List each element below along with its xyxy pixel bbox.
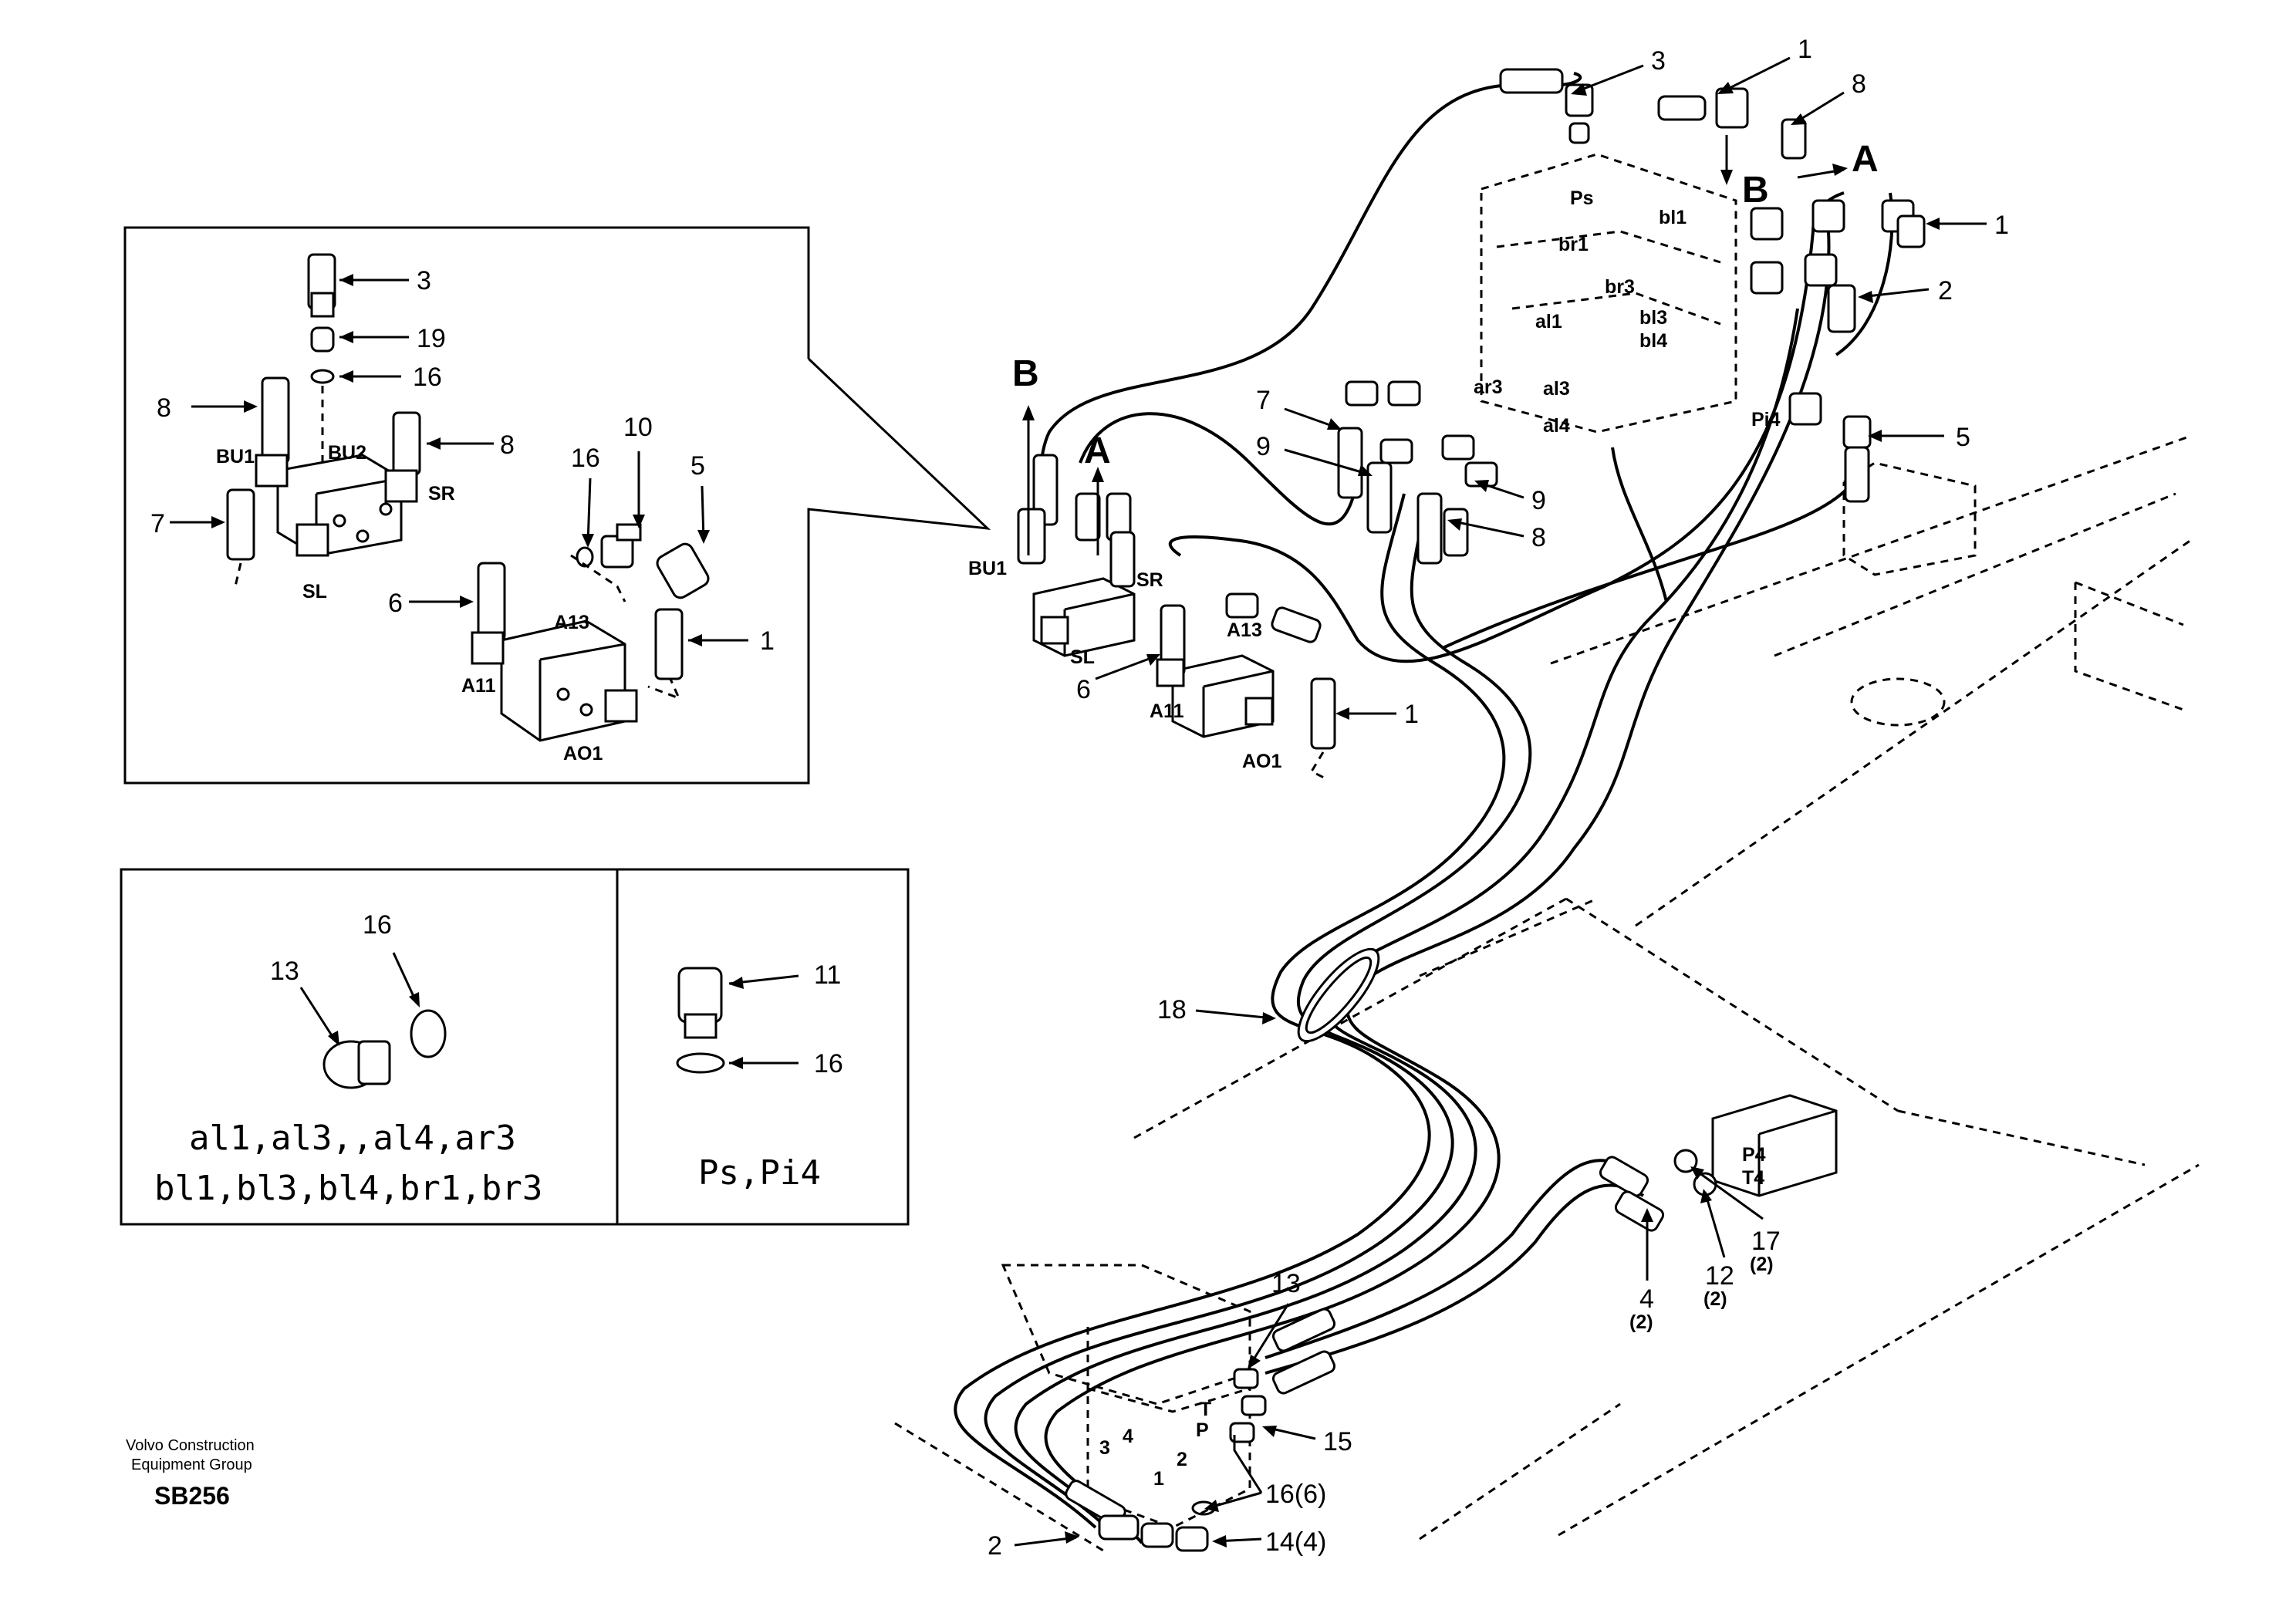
port-al4: al4 (1543, 415, 1570, 437)
port-al3: al3 (1543, 378, 1570, 400)
arrow-b-right: B (1742, 170, 1769, 211)
callout-4-main: 4 (1639, 1284, 1654, 1314)
footer-company-line2: Equipment Group (131, 1456, 252, 1473)
port-bl1: bl1 (1659, 207, 1687, 228)
legend-codes-line1: al1,al3,,al4,ar3 (189, 1119, 516, 1158)
callout-2-main-a: 2 (1938, 276, 1953, 305)
footer-company-line1: Volvo Construction (126, 1437, 255, 1454)
port-a13-detail: A13 (554, 612, 589, 633)
hoses (954, 72, 1894, 1544)
callout-1-main-b: 1 (1994, 211, 2009, 240)
footer: Volvo Construction Equipment Group SB256 (126, 1437, 255, 1510)
arrow-a-right: A (1852, 139, 1879, 180)
detail-box (123, 226, 991, 785)
port-2: 2 (1177, 1449, 1187, 1470)
port-sl-detail: SL (302, 581, 327, 602)
legend-box: 13 16 al1,al3,,al4,ar3 bl1,bl3,bl4,br1,b… (120, 868, 910, 1226)
port-pi4: Pi4 (1751, 409, 1781, 430)
port-t: T (1200, 1399, 1211, 1420)
callout-1-main-c: 1 (1404, 700, 1419, 729)
legend-codes-ps-pi4: Ps,Pi4 (698, 1153, 821, 1193)
port-3: 3 (1099, 1437, 1110, 1459)
port-a11-detail: A11 (461, 675, 496, 697)
callout-17-qty: (2) (1750, 1254, 1774, 1275)
port-bl3: bl3 (1639, 307, 1667, 329)
callout-8-main-a: 8 (1852, 69, 1866, 99)
arrow-a-left: A (1084, 430, 1111, 471)
footer-code: SB256 (154, 1482, 230, 1510)
port-bu2-detail: BU2 (328, 442, 366, 464)
legend-callout-13: 13 (270, 957, 299, 986)
port-ar3: ar3 (1474, 376, 1503, 398)
callout-12-qty: (2) (1703, 1288, 1727, 1310)
callout-6-detail: 6 (388, 589, 403, 618)
legend-callout-16-right: 16 (814, 1049, 843, 1078)
callout-7-main: 7 (1256, 386, 1271, 415)
callout-6-main: 6 (1076, 675, 1091, 704)
port-p4: P4 (1742, 1144, 1766, 1166)
callout-12-main: 12 (1705, 1261, 1734, 1291)
port-t4: T4 (1742, 1167, 1764, 1189)
callouts-main: 3 1 8 1 2 5 7 9 9 8 6 1 18 13 15 16(6) 1… (988, 35, 2009, 1561)
callout-14-main: 14(4) (1265, 1527, 1326, 1557)
port-bu1-detail: BU1 (216, 446, 255, 467)
callout-5-main: 5 (1956, 423, 1970, 452)
port-br3: br3 (1605, 276, 1635, 298)
callout-17-main: 17 (1751, 1227, 1781, 1256)
machine-outline (894, 153, 2200, 1552)
callout-15-main: 15 (1323, 1427, 1352, 1456)
port-a13-main: A13 (1227, 619, 1262, 641)
port-al1: al1 (1535, 311, 1562, 332)
callout-13-main: 13 (1271, 1269, 1301, 1298)
callout-18-main: 18 (1157, 995, 1187, 1024)
port-1: 1 (1153, 1468, 1164, 1490)
port-4: 4 (1123, 1426, 1133, 1447)
callout-16-main: 16(6) (1265, 1480, 1326, 1509)
callout-1-detail: 1 (760, 626, 775, 656)
detail-callouts: 3 19 16 8 8 7 16 10 5 6 1 BU1 BU2 SR SL … (150, 266, 775, 764)
legend-callout-16-left: 16 (363, 910, 392, 940)
callout-8-detail-b: 8 (500, 430, 515, 460)
callout-10-detail: 10 (623, 413, 653, 442)
callout-16-detail-b: 16 (571, 444, 600, 473)
callout-5-detail: 5 (690, 451, 705, 481)
port-sl-main: SL (1070, 646, 1095, 668)
callout-19-detail: 19 (417, 324, 446, 353)
arrow-b-left: B (1012, 353, 1039, 394)
legend-codes-line2: bl1,bl3,bl4,br1,br3 (154, 1169, 542, 1208)
callout-8-detail-a: 8 (157, 393, 171, 423)
fittings (1001, 68, 1926, 1552)
port-ps: Ps (1570, 187, 1594, 209)
port-ao1-detail: AO1 (563, 743, 603, 764)
port-sr-detail: SR (428, 483, 455, 505)
legend-callout-11: 11 (814, 960, 841, 990)
callout-9-main-a: 9 (1256, 432, 1271, 461)
callout-16-detail-a: 16 (413, 363, 442, 392)
port-sr-main: SR (1136, 569, 1163, 591)
port-a11-main: A11 (1150, 700, 1184, 722)
callout-7-detail: 7 (150, 509, 165, 538)
ports-main: Ps br1 bl1 br3 al1 bl3 bl4 ar3 al3 al4 P… (968, 187, 1781, 1490)
port-br1: br1 (1558, 234, 1589, 255)
port-p: P (1196, 1419, 1209, 1441)
callout-3-main: 3 (1651, 46, 1666, 76)
port-bl4: bl4 (1639, 330, 1667, 352)
direction-arrows: B A A B (1012, 135, 1879, 555)
callout-2-main-b: 2 (988, 1531, 1002, 1561)
callout-9-main-b: 9 (1531, 486, 1546, 515)
port-bu1-main: BU1 (968, 558, 1007, 579)
callout-1-main-a: 1 (1798, 35, 1812, 64)
callout-4-qty: (2) (1629, 1311, 1653, 1333)
callout-3-detail: 3 (417, 266, 431, 295)
port-ao1-main: AO1 (1242, 751, 1282, 772)
callout-8-main-b: 8 (1531, 523, 1546, 552)
